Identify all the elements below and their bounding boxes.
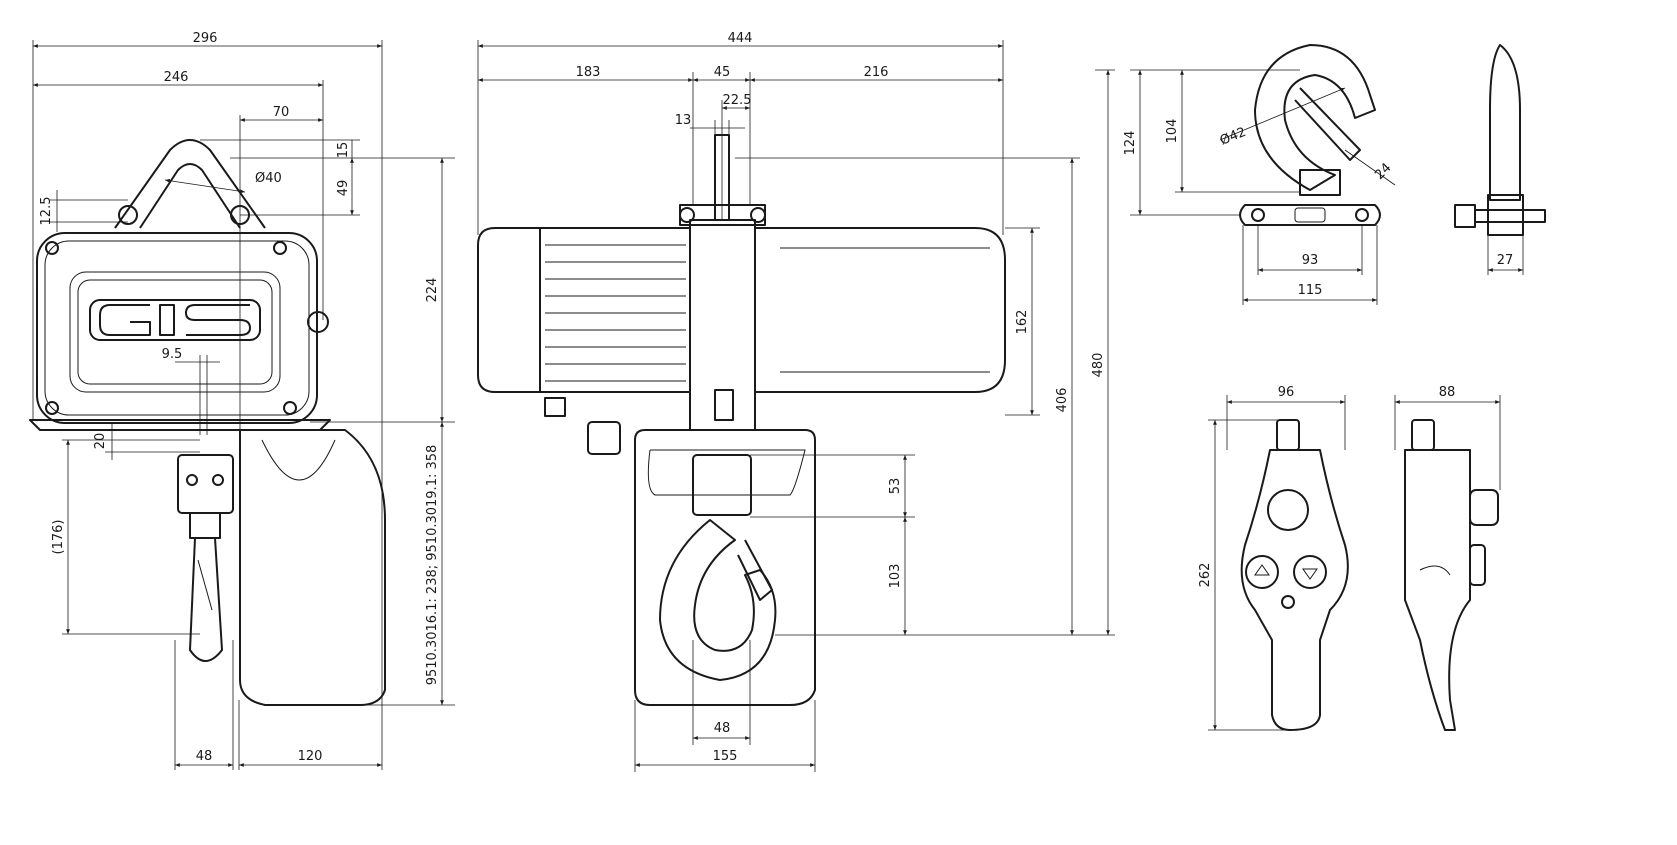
dim-120: 120 <box>298 749 323 764</box>
dim-22-5: 22.5 <box>723 93 752 108</box>
pendant-front: 96 262 <box>1198 385 1349 731</box>
dim-162: 162 <box>1015 310 1030 335</box>
dim-48-front: 48 <box>714 721 731 736</box>
dim-262: 262 <box>1198 563 1213 588</box>
dim-20: 20 <box>93 433 108 450</box>
dim-53: 53 <box>888 478 903 495</box>
dim-9-5: 9.5 <box>162 347 183 362</box>
dim-70: 70 <box>273 105 290 120</box>
dim-diameter-40: Ø40 <box>255 171 282 186</box>
dim-155: 155 <box>713 749 738 764</box>
dim-48-side: 48 <box>196 749 213 764</box>
dim-296: 296 <box>193 31 218 46</box>
hook-detail: 124 104 Ø42 24 93 115 27 <box>1123 44 1546 305</box>
dim-224: 224 <box>425 278 440 303</box>
dim-246: 246 <box>164 70 189 85</box>
side-view: 296 246 70 15 49 Ø40 12.5 9.5 20 ( <box>29 31 455 770</box>
dim-96: 96 <box>1278 385 1295 400</box>
dim-diameter-42: Ø42 <box>1218 125 1248 149</box>
dim-13: 13 <box>675 113 692 128</box>
dim-45: 45 <box>714 65 731 80</box>
pendant-side: 88 <box>1394 385 1501 731</box>
gis-logo <box>89 299 261 341</box>
dim-88: 88 <box>1439 385 1456 400</box>
dim-104: 104 <box>1165 119 1180 144</box>
dim-444: 444 <box>728 31 753 46</box>
dim-124: 124 <box>1123 131 1138 156</box>
dim-27: 27 <box>1497 253 1514 268</box>
dim-183: 183 <box>576 65 601 80</box>
dim-480: 480 <box>1091 353 1106 378</box>
dim-15: 15 <box>336 142 351 159</box>
dim-headroom-variants: 9510.3016.1: 238; 9510.3019.1: 358 <box>425 445 440 686</box>
dim-216: 216 <box>864 65 889 80</box>
dim-406: 406 <box>1055 388 1070 413</box>
dim-24: 24 <box>1372 161 1394 183</box>
front-view: 444 183 45 216 22.5 13 162 406 480 53 10 <box>477 31 1115 772</box>
dim-176: (176) <box>51 520 66 555</box>
dim-12-5: 12.5 <box>39 197 54 226</box>
dim-49: 49 <box>336 180 351 197</box>
dim-103: 103 <box>888 564 903 589</box>
dim-93: 93 <box>1302 253 1319 268</box>
dim-115: 115 <box>1298 283 1323 298</box>
